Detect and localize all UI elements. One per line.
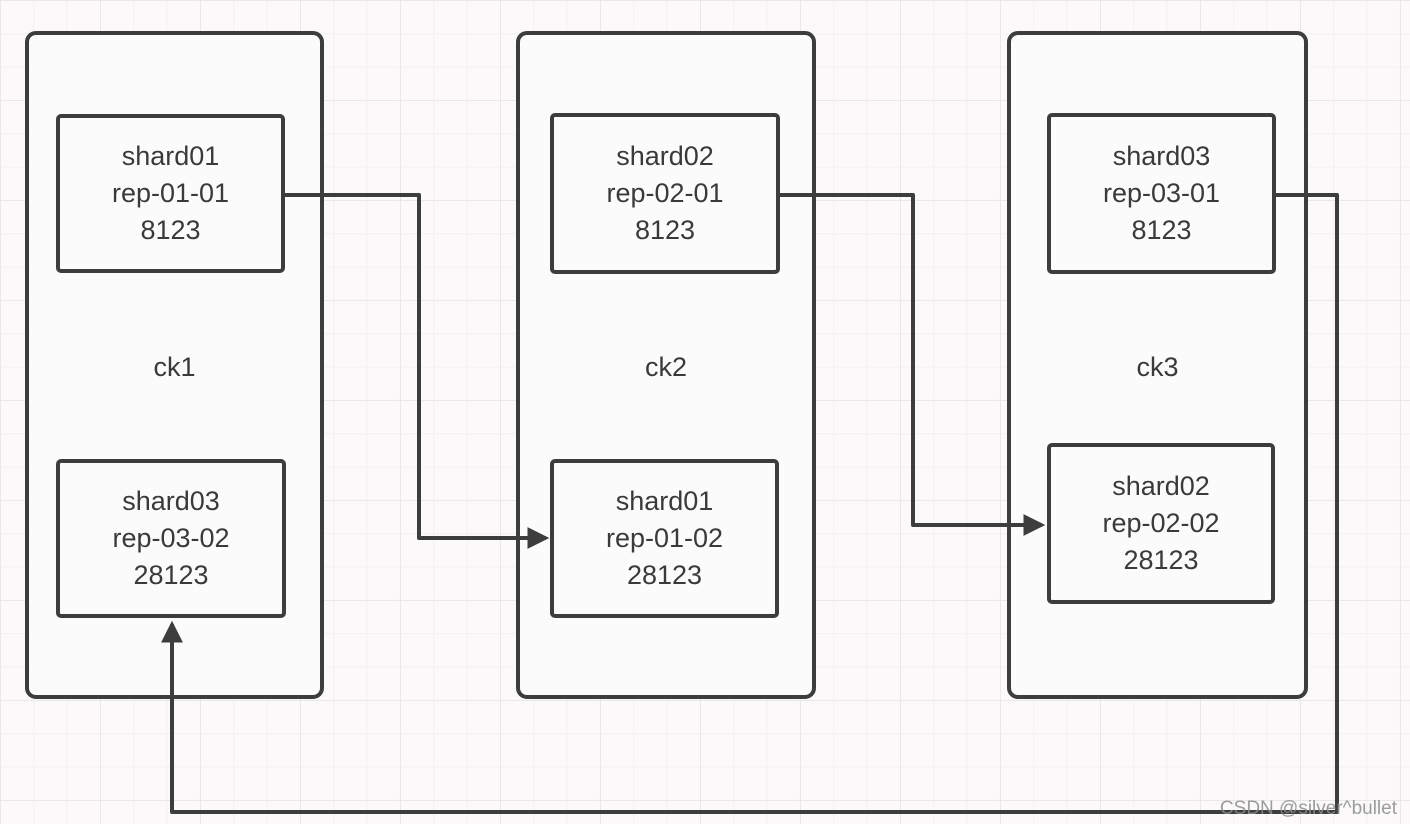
node-ck3-top-rect	[1047, 113, 1276, 274]
connector-ck1-to-ck2	[283, 193, 550, 549]
node-ck3-bottom-rect	[1047, 443, 1275, 604]
connector-ck3-to-ck1	[161, 193, 1339, 814]
node-ck2-bottom-rect	[550, 459, 779, 618]
node-ck2-top-rect	[550, 113, 780, 274]
connector-ck2-to-ck3	[778, 193, 1046, 536]
node-ck1-bottom-rect	[56, 459, 286, 618]
node-ck1-top-rect	[56, 114, 285, 273]
